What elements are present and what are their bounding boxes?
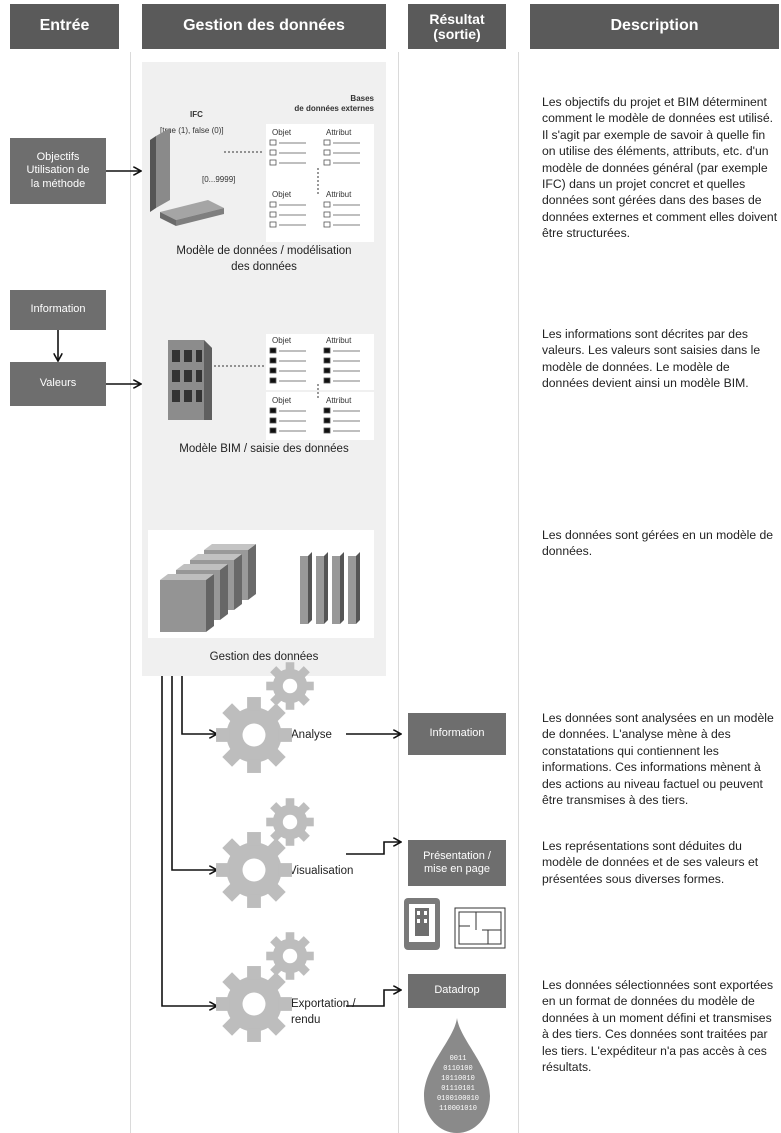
tablet-icon [404, 898, 440, 950]
table2-attribut: Attribut [326, 190, 352, 199]
bool-range-label: [true (1), false (0)] [160, 126, 224, 135]
arrow-export-datadrop [346, 990, 400, 1007]
stacked-data-slabs [160, 544, 256, 632]
process-visualisation: Visualisation [289, 865, 354, 877]
description-6: Les données sélectionnées sont exportées… [542, 978, 774, 1075]
table-objet-attribut-2 [266, 184, 374, 242]
output-information-label: Information [429, 727, 485, 740]
bim-table-rows [269, 347, 360, 434]
numeric-range-label: [0...9999] [202, 175, 236, 184]
output-datadrop-label: Datadrop [434, 984, 480, 997]
building-icon [168, 340, 212, 420]
bases-label: Bases de données externes [294, 94, 374, 113]
input-valeurs: Valeurs [10, 362, 106, 406]
table1-objet: Objet [272, 128, 292, 137]
header-gestion: Gestion des données [142, 4, 386, 49]
gear-icon [216, 697, 292, 773]
gear-icon [216, 832, 292, 908]
header-description-label: Description [610, 17, 699, 35]
binary-line: 0100100010 [437, 1095, 479, 1103]
binary-line: 0011 [450, 1055, 467, 1063]
process-exportation: Exportation / rendu [291, 998, 356, 1026]
ifc-model-shape [150, 128, 224, 226]
input-objectifs-label: Objectifs Utilisation de la méthode [26, 151, 90, 190]
description-2: Les informations sont décrites par des v… [542, 327, 761, 391]
bim-table1-attribut: Attribut [326, 336, 352, 345]
output-information: Information [408, 713, 506, 755]
table1-rows [269, 139, 360, 228]
header-resultat-label: Résultat (sortie) [429, 10, 485, 42]
column-divider [130, 52, 131, 1133]
table2-objet: Objet [272, 190, 292, 199]
stage1-caption: Modèle de données / modélisation des don… [176, 245, 352, 273]
column-divider [518, 52, 519, 1133]
binary-line: 01110101 [441, 1085, 475, 1093]
input-objectifs: Objectifs Utilisation de la méthode [10, 138, 106, 204]
gear-icon [266, 798, 314, 846]
input-valeurs-label: Valeurs [39, 377, 77, 390]
column-divider [398, 52, 399, 1133]
header-description: Description [530, 4, 779, 49]
floor-plan-icon [454, 907, 506, 949]
header-resultat: Résultat (sortie) [408, 4, 506, 49]
output-presentation: Présentation / mise en page [408, 840, 506, 886]
gear-icon [216, 966, 292, 1042]
bim-table1-objet: Objet [272, 336, 292, 345]
binary-line: 0110100 [443, 1065, 472, 1073]
binary-line: 10110010 [441, 1075, 475, 1083]
arrow-visualisation-presentation [346, 842, 400, 855]
table-objet-attribut-1 [266, 124, 374, 184]
header-entree: Entrée [10, 4, 119, 49]
description-1: Les objectifs du projet et BIM détermine… [542, 95, 778, 241]
stage2-caption: Modèle BIM / saisie des données [179, 443, 349, 455]
process-connectors [161, 676, 216, 1006]
header-gestion-label: Gestion des données [183, 17, 345, 35]
process-analyse: Analyse [291, 729, 332, 741]
description-3: Les données sont gérées en un modèle de … [542, 528, 774, 559]
input-information-label: Information [30, 303, 86, 316]
data-drop-icon [424, 1018, 490, 1133]
bim-table2-attribut: Attribut [326, 396, 352, 405]
binary-digits: 0011 0110100 10110010 01110101 010010001… [437, 1055, 479, 1113]
gear-icon [266, 662, 314, 710]
binary-line: 110001010 [439, 1105, 477, 1113]
stage3-caption: Gestion des données [209, 651, 319, 663]
output-presentation-label: Présentation / mise en page [423, 849, 491, 875]
vertical-data-bars [300, 552, 360, 624]
table1-attribut: Attribut [326, 128, 352, 137]
description-4: Les données sont analysées en un modèle … [542, 711, 774, 808]
input-information: Information [10, 290, 106, 330]
description-5: Les représentations sont déduites du mod… [542, 839, 759, 886]
gear-icon [266, 932, 314, 980]
output-datadrop: Datadrop [408, 974, 506, 1008]
ifc-label: IFC [190, 110, 203, 119]
header-entree-label: Entrée [39, 17, 90, 35]
table-bim-2 [266, 392, 374, 440]
bim-table2-objet: Objet [272, 396, 292, 405]
